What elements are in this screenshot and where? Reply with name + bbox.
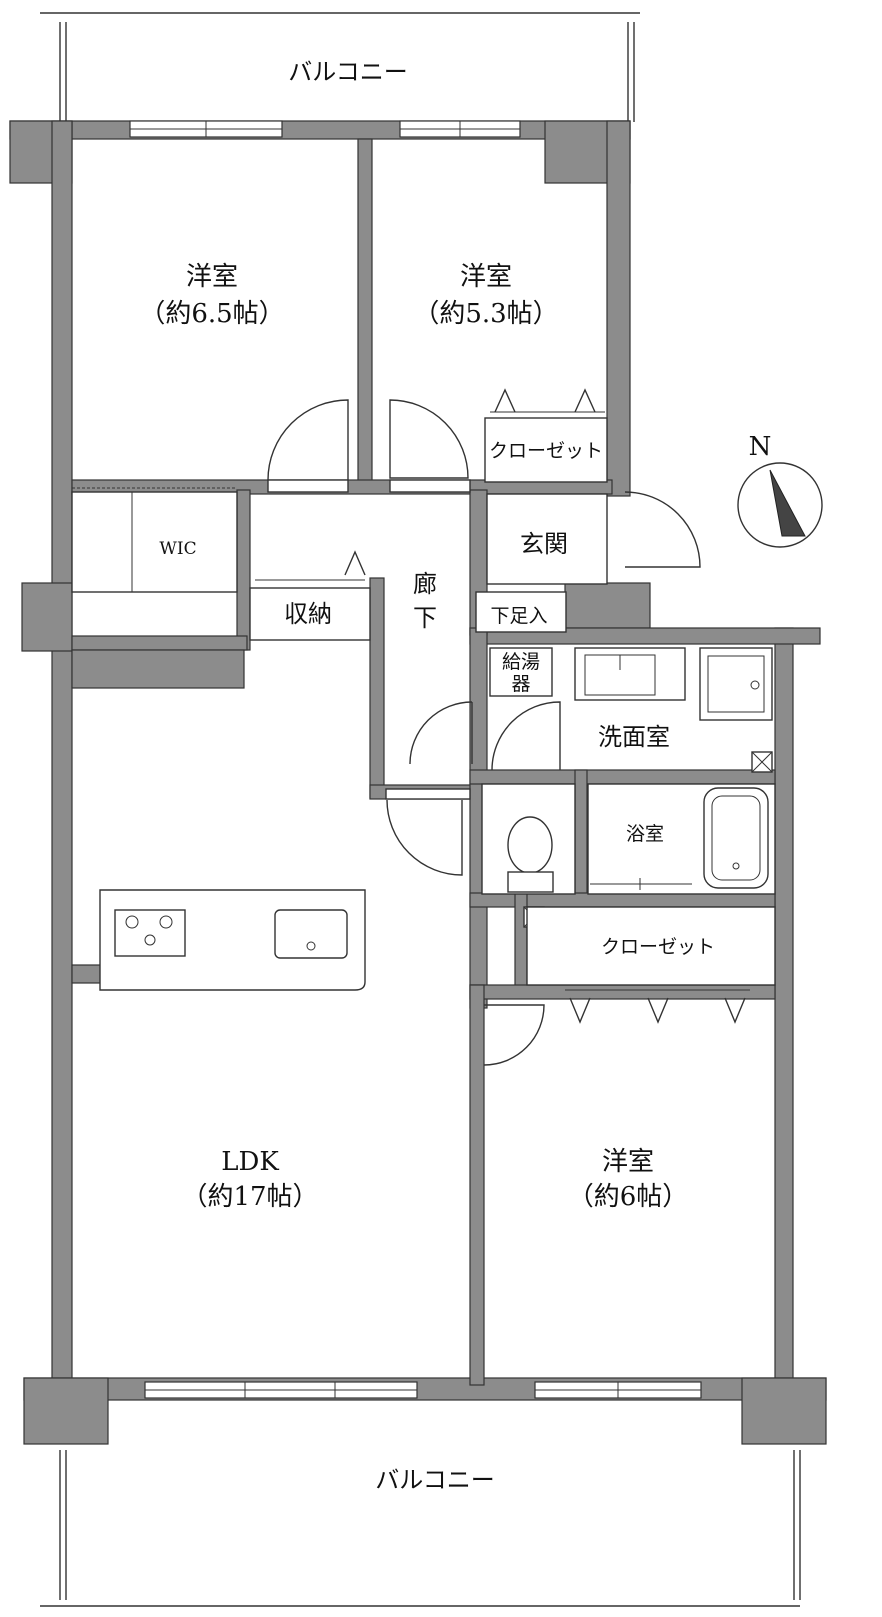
wic-label: WIC — [159, 539, 196, 559]
ldk-name: LDK — [221, 1147, 279, 1177]
balcony-bottom — [40, 1450, 801, 1607]
western-room-3-name: 洋室 — [602, 1147, 654, 1177]
western-room-2-size: （約5.3帖） — [413, 299, 558, 329]
balcony-top — [40, 12, 640, 122]
closet-upper-label: クローゼット — [489, 440, 603, 462]
fixtures — [71, 411, 776, 991]
western-room-1-size: （約6.5帖） — [139, 299, 284, 329]
washroom-label: 洗面室 — [598, 723, 670, 751]
windows — [129, 120, 702, 1399]
storage-label: 収納 — [284, 600, 332, 628]
hallway-label-1: 廊 — [413, 570, 437, 598]
balcony-top-label: バルコニー — [288, 58, 408, 86]
western-room-2-name: 洋室 — [460, 262, 512, 292]
shoe-box-label: 下足入 — [490, 605, 547, 627]
entrance-label: 玄関 — [520, 530, 568, 558]
closet-lower-label: クローゼット — [601, 936, 715, 958]
compass — [737, 462, 823, 548]
western-room-1-name: 洋室 — [186, 262, 238, 292]
bathroom-label: 浴室 — [626, 823, 664, 845]
balcony-bottom-label: バルコニー — [375, 1466, 495, 1494]
water-heater-label-1: 給湯 — [502, 651, 540, 673]
western-room-3-size: （約6帖） — [568, 1182, 689, 1212]
ldk-size: （約17帖） — [181, 1182, 318, 1212]
compass-n: N — [749, 432, 772, 462]
hallway-label-2: 下 — [413, 604, 437, 632]
water-heater-label-2: 器 — [511, 673, 530, 695]
